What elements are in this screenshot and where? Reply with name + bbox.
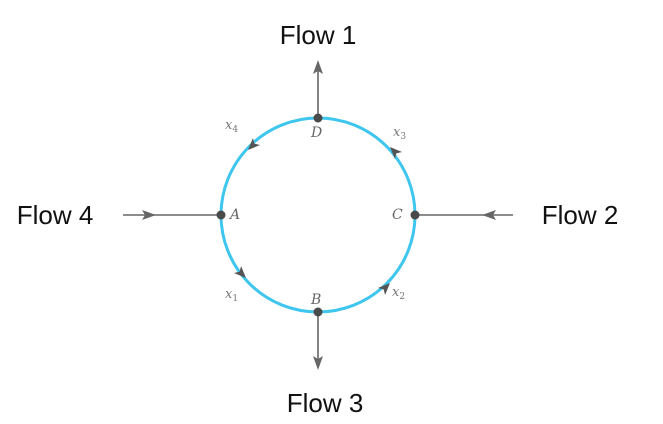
x1-direction-arrow bbox=[233, 265, 246, 278]
x3-direction-arrow bbox=[390, 147, 403, 160]
flow4-arrow bbox=[142, 210, 156, 220]
variable-label-x3: x3 bbox=[393, 125, 406, 142]
flow-lines bbox=[123, 60, 513, 370]
flow-label-1: Flow 1 bbox=[280, 20, 357, 50]
junction-nodes bbox=[216, 113, 420, 317]
node-label-d: D bbox=[310, 125, 322, 141]
node-b-dot bbox=[313, 307, 323, 317]
circle-direction-arrows bbox=[233, 137, 403, 296]
node-d-dot bbox=[313, 113, 323, 123]
x2-direction-arrow bbox=[377, 283, 390, 296]
flow1-arrow bbox=[313, 60, 323, 74]
node-label-b: B bbox=[310, 292, 321, 308]
flow2-arrow bbox=[482, 210, 496, 220]
variable-label-x4: x4 bbox=[225, 118, 238, 135]
flow-label-4: Flow 4 bbox=[17, 200, 94, 230]
flow-label-2: Flow 2 bbox=[542, 200, 619, 230]
node-c-dot bbox=[410, 210, 420, 220]
node-label-a: A bbox=[228, 207, 240, 223]
flow3-arrow bbox=[313, 356, 323, 370]
variable-label-x1: x1 bbox=[225, 287, 238, 304]
flow-label-3: Flow 3 bbox=[287, 388, 364, 418]
x4-direction-arrow bbox=[248, 137, 261, 150]
node-label-c: C bbox=[392, 207, 403, 223]
node-a-dot bbox=[216, 210, 226, 220]
variable-label-x2: x2 bbox=[392, 285, 405, 302]
